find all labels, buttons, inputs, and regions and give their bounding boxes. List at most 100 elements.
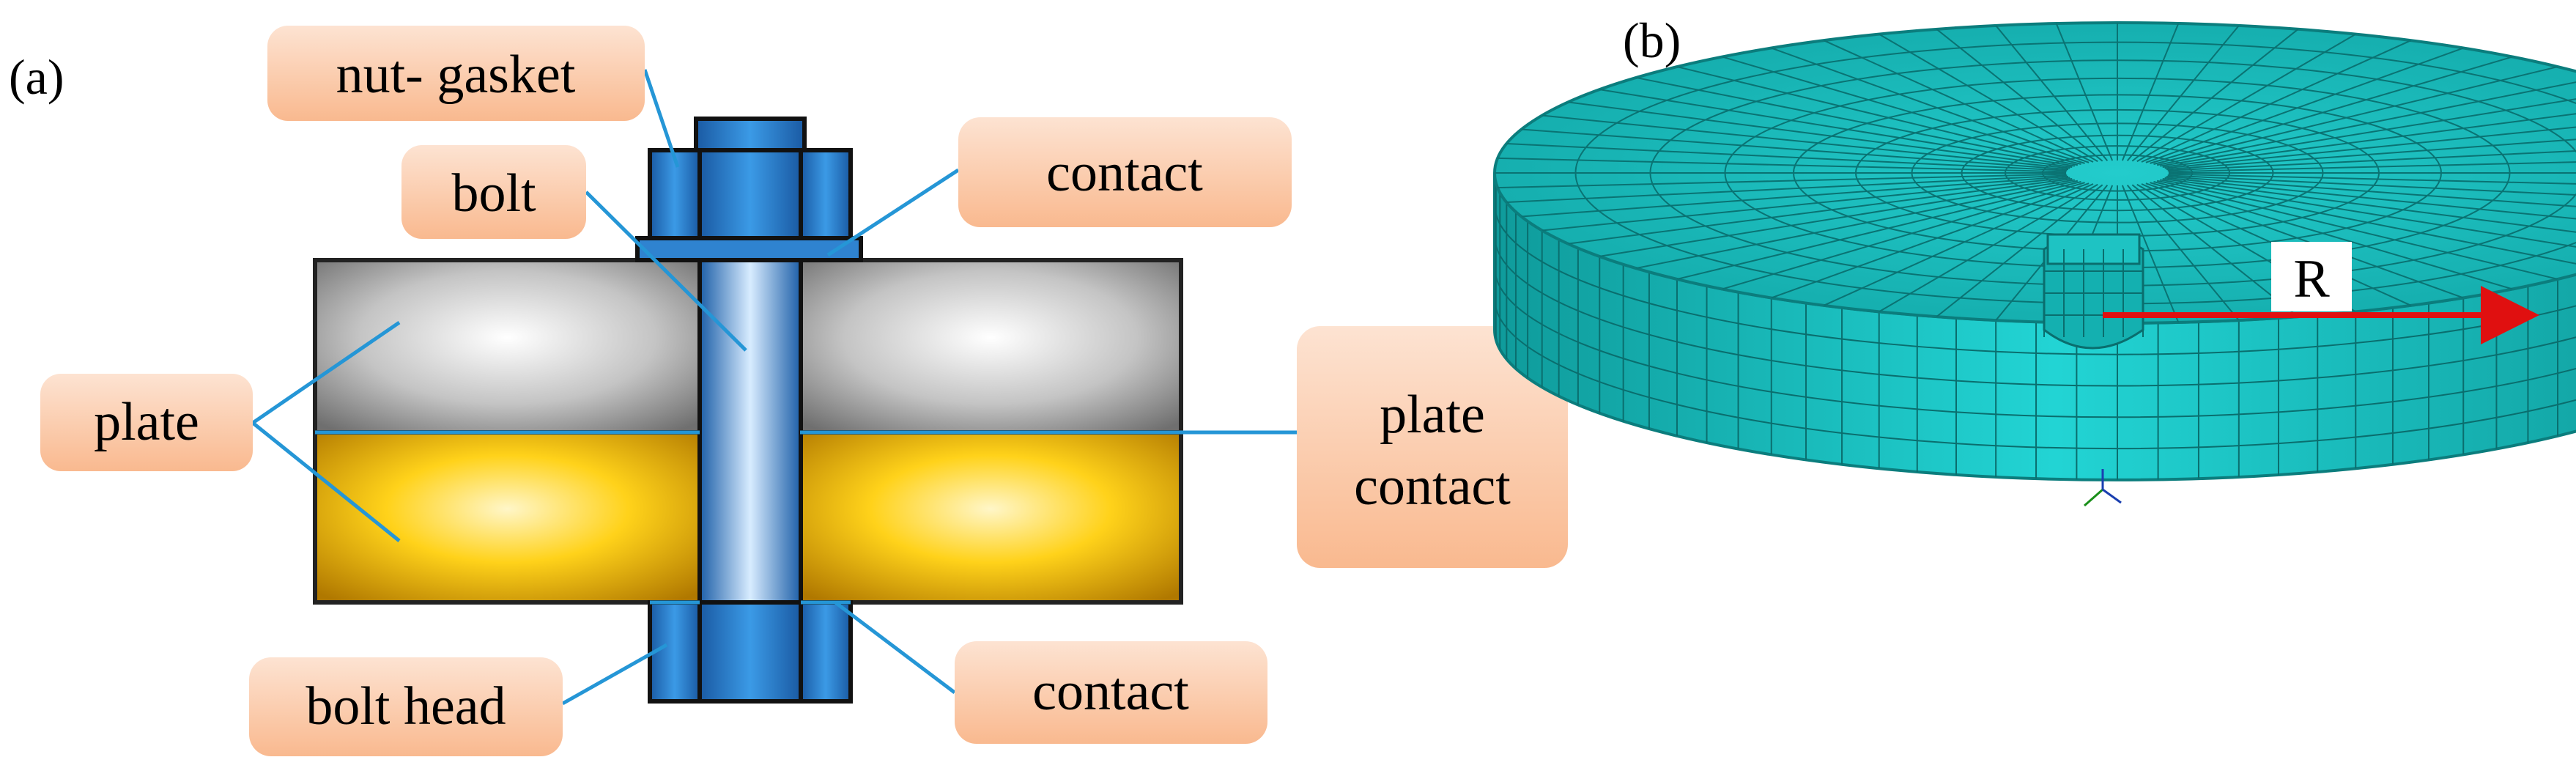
callout-box	[40, 374, 253, 471]
callout-box	[249, 657, 563, 756]
mesh-radial-line	[1676, 66, 2081, 165]
panel-a-label: (a)	[9, 49, 64, 105]
callout-box	[267, 26, 645, 121]
nut-right-flat	[799, 148, 853, 240]
mesh-radial-line	[1936, 184, 2103, 317]
callout-box	[958, 117, 1292, 227]
nut-top-block	[694, 117, 807, 154]
nut-center-flat	[697, 148, 803, 240]
mesh-radial-line	[2160, 179, 2576, 257]
mesh-radial-line	[1936, 29, 2103, 162]
mesh-radial-line	[2156, 180, 2576, 270]
leader-plate-upper	[251, 320, 401, 425]
mesh-radial-line	[1506, 174, 2068, 203]
mesh-radial-line	[1498, 157, 2067, 173]
callout-plate: plate	[40, 374, 253, 471]
mesh-radial-line	[2153, 66, 2558, 165]
gasket	[635, 236, 863, 262]
callout-plate-contact-line2: contact	[1354, 457, 1511, 517]
mesh-radial-line	[2162, 101, 2576, 168]
mesh-radial-line	[2145, 182, 2464, 299]
mesh-radial-line	[2141, 40, 2412, 163]
mesh-radial-line	[1521, 128, 2069, 171]
mesh-radial-line	[2150, 182, 2513, 290]
nut-stub	[2046, 233, 2141, 265]
mesh-radial-line	[2121, 185, 2180, 323]
mesh-radial-line	[1879, 183, 2098, 313]
mesh-radial-line	[1506, 143, 2068, 171]
mesh-ring	[1961, 134, 2274, 212]
callout-nut-gasket: nut- gasket	[267, 26, 645, 121]
mesh-radial-line	[2168, 157, 2576, 173]
radius-label: R	[2293, 249, 2330, 309]
mesh-radial-line	[1541, 177, 2070, 232]
mesh-radial-line	[1599, 89, 2075, 167]
mesh-side-layer	[1495, 204, 2576, 355]
leader-plate-lower	[251, 421, 401, 542]
mesh-radial-line	[2131, 29, 2299, 162]
mesh-side-layer	[1495, 298, 2576, 450]
mesh-radial-line	[1823, 40, 2094, 163]
bolt-head-center	[697, 600, 803, 704]
coordinate-triad-icon	[2084, 469, 2122, 507]
callout-box	[955, 641, 1267, 744]
callout-contact-bottom-text: contact	[1032, 662, 1189, 722]
mesh-radial-line	[2160, 89, 2576, 167]
mesh-radial-line	[2166, 175, 2576, 218]
callout-plate-contact-line1: plate	[1380, 385, 1485, 445]
bolt-head-shape	[648, 600, 853, 704]
leader-nut-gasket	[643, 69, 680, 168]
mesh-radial-line	[2055, 23, 2114, 161]
leader-bolt	[585, 191, 747, 352]
mesh-radial-line	[1676, 181, 2081, 280]
mesh-radial-line	[1879, 33, 2098, 163]
leader-bolt-head	[561, 643, 668, 706]
upper-plate-left	[313, 258, 702, 435]
leader-lines	[251, 69, 960, 706]
mesh-radial-line	[2168, 173, 2576, 189]
callout-plate-text: plate	[94, 392, 199, 452]
mesh-radial-line	[2145, 47, 2464, 163]
callout-bolt-head: bolt head	[249, 657, 563, 756]
mesh-radial-line	[2166, 128, 2576, 171]
mesh-ring	[1911, 122, 2324, 224]
mesh-side-layer	[1495, 235, 2576, 387]
leader-contact-top	[826, 168, 960, 257]
mesh-radial-line	[2156, 76, 2576, 166]
panel-b-label: (b)	[1623, 12, 1681, 68]
mesh-radial-line	[2131, 184, 2299, 317]
callout-contact-top: contact	[958, 117, 1292, 227]
mesh-radial-line	[1823, 183, 2094, 306]
bolt-shank	[697, 258, 803, 605]
callout-plate-contact: plate contact	[1297, 326, 1568, 568]
upper-plate-right	[798, 258, 1183, 435]
mesh-radial-line	[1771, 182, 2090, 299]
contact-lines	[315, 430, 1297, 605]
mesh-radial-line	[1722, 56, 2085, 164]
mesh-radial-line	[2150, 56, 2513, 164]
callout-contact-bottom: contact	[955, 641, 1267, 744]
mesh-radial-line	[1498, 173, 2067, 189]
side-mesh-lines	[1495, 173, 2576, 480]
mesh-radial-line	[2167, 174, 2576, 203]
callout-bolt-text: bolt	[451, 163, 536, 224]
callout-nut-gasket-text: nut- gasket	[336, 45, 576, 105]
callout-bolt: bolt	[401, 145, 586, 239]
mesh-radial-line	[2164, 114, 2576, 169]
mesh-radial-line	[1568, 178, 2073, 245]
mesh-side-layer	[1495, 267, 2576, 418]
mesh-radial-line	[2162, 178, 2576, 245]
mesh-radial-line	[2136, 33, 2356, 163]
stub-mesh-lines	[2043, 249, 2144, 337]
callout-box	[401, 145, 586, 239]
mesh-ring	[2005, 145, 2230, 201]
mesh-radial-line	[1995, 25, 2109, 161]
mesh-radial-line	[1599, 179, 2075, 257]
mesh-radial-line	[1635, 180, 2079, 270]
radius-annotation: R	[2103, 242, 2539, 344]
mesh-radial-line	[2153, 181, 2558, 280]
mesh-ring	[2042, 154, 2193, 192]
fe-mesh-model	[1493, 21, 2576, 507]
mesh-radial-line	[1541, 114, 2070, 169]
